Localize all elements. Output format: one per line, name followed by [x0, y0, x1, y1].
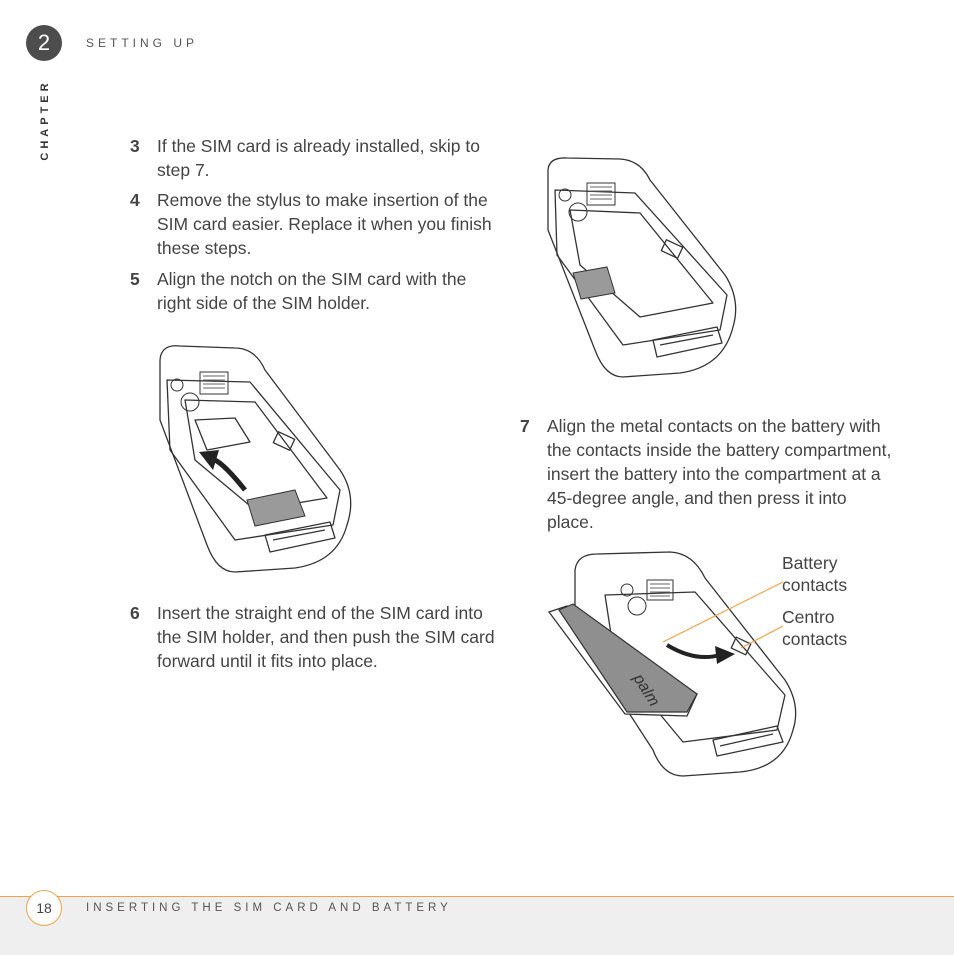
step-number: 6: [130, 603, 140, 623]
step-number: 5: [130, 269, 140, 289]
step-text: Remove the stylus to make insertion of t…: [157, 190, 492, 258]
page-number: 18: [26, 890, 62, 926]
step-text: Insert the straight end of the SIM card …: [157, 603, 495, 671]
sim-inserted-illustration: [547, 157, 737, 378]
step-number: 4: [130, 190, 140, 210]
step-4: 4 Remove the stylus to make insertion of…: [130, 188, 497, 260]
footer-bar: [0, 896, 954, 955]
chapter-vertical-label: CHAPTER: [39, 79, 51, 161]
step-7: 7 Align the metal contacts on the batter…: [520, 414, 892, 534]
chapter-number-badge: 2: [26, 25, 62, 61]
battery-contacts-label: Battery contacts: [782, 553, 848, 595]
section-header: SETTING UP: [86, 36, 199, 50]
step-6: 6 Insert the straight end of the SIM car…: [130, 601, 497, 673]
step-5: 5 Align the notch on the SIM card with t…: [130, 267, 487, 315]
step-text: Align the metal contacts on the battery …: [547, 416, 892, 532]
battery-insertion-illustration: palm: [547, 551, 797, 777]
step-3: 3 If the SIM card is already installed, …: [130, 134, 497, 182]
centro-contacts-label: Centro contacts: [782, 607, 848, 649]
sim-align-illustration: [159, 345, 352, 573]
footer-title: INSERTING THE SIM CARD AND BATTERY: [86, 902, 452, 914]
step-text: If the SIM card is already installed, sk…: [157, 136, 480, 180]
step-number: 7: [520, 416, 530, 436]
step-text: Align the notch on the SIM card with the…: [157, 269, 467, 313]
step-number: 3: [130, 136, 140, 156]
